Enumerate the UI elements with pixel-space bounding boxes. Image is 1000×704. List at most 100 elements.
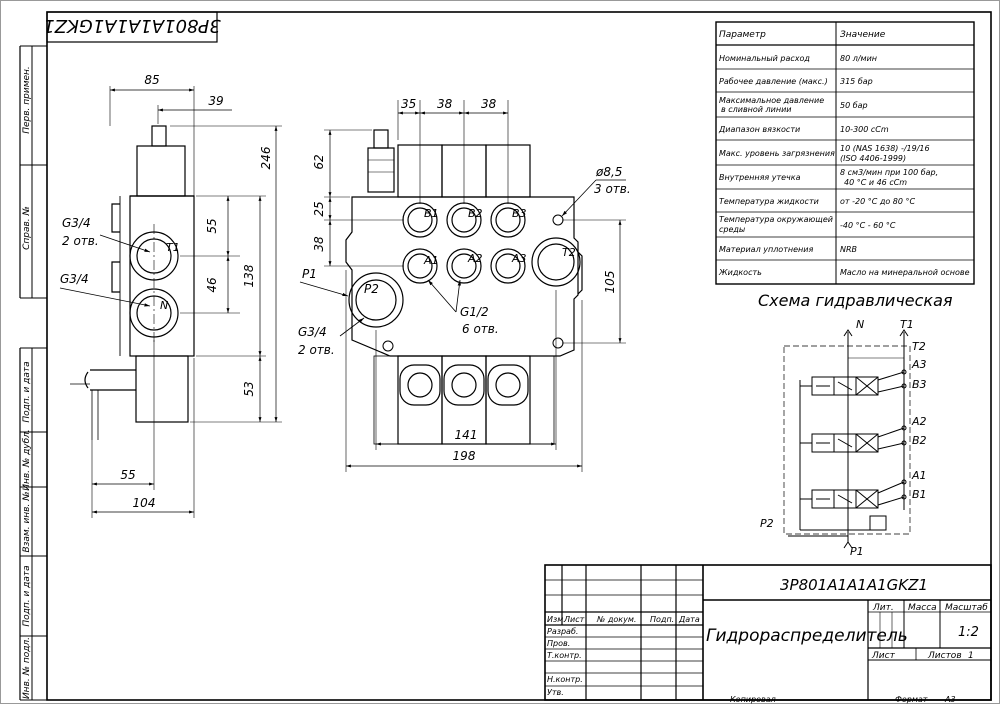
dim-85: 85 [144,73,159,87]
front-port-a3: A3 [511,252,527,265]
scheme-b2: B2 [912,434,927,447]
left-strip: Перв. примен. Справ. № Подп. и дата Инв.… [19,45,47,701]
hole-diameter: ø8,5 [595,165,622,179]
side-port-n: N [160,299,168,312]
scheme-b3: B3 [912,378,927,391]
tb-row-nkontr: Н.контр. [547,675,583,684]
side-port-t1: T1 [166,241,180,254]
dim-25: 25 [312,201,326,216]
tb-col-doc: № докум. [596,615,636,624]
front-port-b3: B3 [512,207,527,220]
scheme-title: Схема гидравлическая [758,291,953,310]
spec-param: среды [719,225,745,234]
spec-param: Внутренняя утечка [719,173,801,182]
dim-38-vert: 38 [312,236,326,252]
strip-sprav-no: Справ. № [22,206,32,250]
spec-table: Параметр Значение Номинальный расход 80 … [715,21,975,285]
front-view-labels: 35 38 38 62 25 38 141 198 105 ø8,5 3 отв… [298,97,631,463]
tb-col-podp: Подп. [650,615,674,624]
tb-massa: Масса [908,603,937,613]
front-port-a2: A2 [467,252,483,265]
tb-format-value: А3 [944,695,956,704]
spec-value: 10 (NAS 1638) -/19/16 [840,144,930,153]
spec-param: Температура жидкости [719,197,819,206]
side-g34-label: G3/4 [62,216,91,230]
front-port-p1: P1 [302,267,317,281]
scheme-n: N [856,318,864,331]
code-stamp-box [46,11,218,43]
scheme-p2: P2 [760,517,774,530]
tb-listov: Листов [927,651,962,661]
dim-104: 104 [133,496,156,510]
front-port-a1: A1 [423,254,439,267]
drawing-code: 3P801A1A1A1GKZ1 [780,576,928,594]
spec-header-param: Параметр [719,30,766,40]
title-block [544,564,992,701]
front-g34-count: 2 отв. [298,343,335,357]
spec-param: в сливной линии [721,105,792,114]
tb-col-list: Лист [563,615,585,624]
strip-podp-data-1: Подп. и дата [22,361,32,422]
drawing-frame [46,11,992,701]
dim-62: 62 [312,154,326,169]
tb-lit: Лит. [872,603,894,613]
dim-138: 138 [242,264,256,287]
tb-format: Формат [895,695,928,704]
front-g34-label: G3/4 [298,325,327,339]
tb-masshtab: Масштаб [945,603,988,613]
strip-inv-podl: Инв. № подл. [22,637,32,699]
tb-row-tkontr: Т.контр. [547,651,582,660]
tb-list: Лист [871,651,896,661]
scheme-labels: N T1 T2 A3 B3 A2 B2 A1 B1 P2 P1 [760,318,927,558]
spec-param: Жидкость [718,268,762,277]
dim-55-horiz: 55 [120,468,135,482]
strip-podp-data-2: Подп. и дата [22,565,32,626]
side-g34-count: 2 отв. [62,234,99,248]
dim-46: 46 [205,277,219,293]
spec-value: NRB [840,245,857,254]
front-g12-label: G1/2 [460,305,489,319]
spec-param: Номинальный расход [719,54,810,63]
spec-rows: Номинальный расход 80 л/мин Рабочее давл… [718,54,970,277]
spec-value: 10-300 cCm [840,125,889,134]
dim-141: 141 [455,428,478,442]
scheme-a1: A1 [911,469,927,482]
hydraulic-scheme [783,329,911,549]
spec-value: (ISO 4406-1999) [840,154,906,163]
scheme-t1: T1 [900,318,914,331]
dim-55-vert: 55 [205,218,219,233]
spec-value: Масло на минеральной основе [840,268,970,277]
spec-value: от -20 °C до 80 °C [840,197,916,206]
dim-105: 105 [603,271,617,294]
spec-value: 80 л/мин [840,54,877,63]
front-port-t2: T2 [562,246,576,259]
tb-row-razrab: Разраб. [547,627,578,636]
scheme-a3: A3 [911,358,927,371]
strip-perv-primen: Перв. примен. [22,66,32,134]
scheme-p1: P1 [850,545,864,558]
dim-198: 198 [453,449,476,463]
front-port-b2: B2 [468,207,483,220]
dim-35: 35 [401,97,416,111]
hole-count: 3 отв. [594,182,631,196]
spec-param: Диапазон вязкости [718,125,800,134]
spec-value: -40 °C - 60 °C [840,221,896,230]
tb-row-prov: Пров. [547,639,570,648]
spec-value: 50 бар [840,101,868,110]
front-view [299,100,626,472]
spec-param: Материал уплотнения [719,245,813,254]
dim-38-1: 38 [437,97,453,111]
tb-col-data: Дата [678,615,700,624]
side-view-labels: 85 39 246 55 46 138 53 55 104 G3/4 2 отв… [60,73,273,510]
strip-vzam-inv: Взам. инв. № [22,491,32,552]
dim-38-2: 38 [481,97,497,111]
front-port-b1: B1 [424,207,439,220]
tb-col-izm: Изм. [547,615,566,624]
dim-246: 246 [259,146,273,169]
title-block-text: 3P801A1A1A1GKZ1 Гидрораспределитель Лит.… [547,576,988,704]
tb-row-utv: Утв. [547,688,564,697]
scheme-t2: T2 [912,340,926,353]
scheme-b1: B1 [912,488,927,501]
